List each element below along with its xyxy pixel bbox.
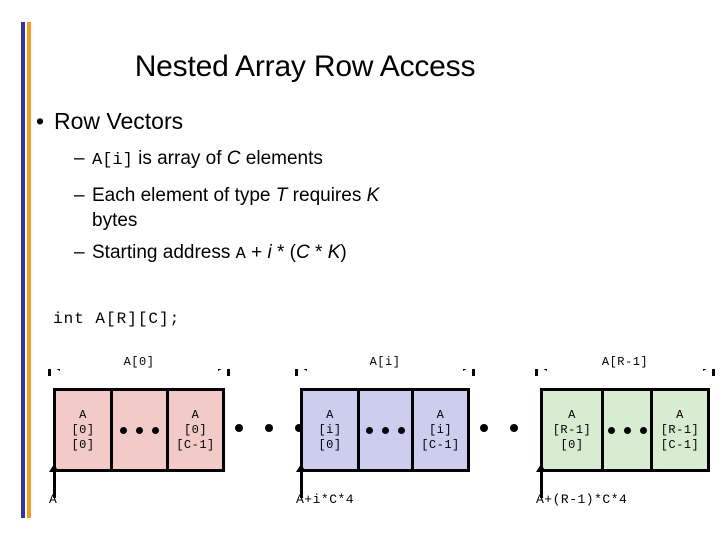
- cell-line-1: A: [436, 407, 445, 422]
- cell-a-i-c-1: A [i] [C-1]: [414, 391, 467, 469]
- var-c: C: [226, 148, 241, 169]
- cell-a-0-c-1: A [0] [C-1]: [169, 391, 222, 469]
- ellipsis-between-row-i-and-r-1: [480, 424, 548, 432]
- ellipsis-icon: [366, 426, 405, 434]
- dash-icon: –: [74, 185, 85, 206]
- var-k: K: [366, 185, 380, 206]
- ellipsis-icon: [607, 426, 647, 434]
- cell-line-2: [0]: [71, 422, 95, 437]
- dash-icon: –: [74, 242, 85, 263]
- cell-line-1: A: [326, 407, 334, 422]
- cell-line-1: A: [79, 407, 87, 422]
- address-pointer-0: [49, 464, 59, 498]
- address-label-r-1: A+(R-1)*C*4: [536, 492, 628, 507]
- dim-label-row-0: A[0]: [117, 355, 161, 369]
- accent-bar-blue: [21, 22, 25, 518]
- text-times-open: * (: [271, 242, 297, 263]
- row-group-i: A [i] [0] A [i] [C-1]: [300, 388, 470, 472]
- dim-label-wrap: A[i]: [295, 355, 475, 369]
- var-k-2: K: [327, 242, 341, 263]
- cell-a-0-0: A [0] [0]: [56, 391, 110, 469]
- address-pointer-r-1: [536, 464, 546, 498]
- cell-a-r-1-c-1: A [R-1] [C-1]: [653, 391, 707, 469]
- address-pointer-i: [296, 464, 306, 498]
- text-each-element-of-type: Each element of type: [92, 185, 276, 206]
- cell-ellipsis-row-0: [110, 391, 169, 469]
- text-times: *: [309, 242, 328, 263]
- cell-line-3: [0]: [560, 437, 584, 452]
- dimension-bar-row-i: A[i]: [295, 355, 475, 380]
- ellipsis-icon: [120, 426, 159, 434]
- bullet-level2-item-3: –Starting address A + i * (C * K): [74, 240, 347, 267]
- bullet-dot-icon: •: [36, 108, 45, 134]
- text-elements: elements: [240, 148, 323, 169]
- code-a: A: [235, 245, 246, 264]
- text-is-array-of: is array of: [132, 148, 227, 169]
- text-plus: +: [245, 242, 268, 263]
- dim-label-wrap: A[R-1]: [535, 355, 715, 369]
- cell-line-2: [i]: [428, 422, 453, 437]
- cell-line-2: [i]: [318, 422, 342, 437]
- dim-label-row-r-1: A[R-1]: [595, 355, 655, 369]
- var-i: i: [267, 242, 272, 263]
- address-label-0: A: [49, 492, 58, 507]
- text-requires: requires: [287, 185, 367, 206]
- dimension-bar-row-0: A[0]: [48, 355, 230, 380]
- dim-label-wrap: A[0]: [48, 355, 230, 369]
- dash-icon: –: [74, 148, 85, 169]
- code-declaration: int A[R][C];: [53, 310, 181, 328]
- cell-ellipsis-row-i: [357, 391, 414, 469]
- cell-line-3: [C-1]: [660, 437, 700, 452]
- var-t: T: [275, 185, 288, 206]
- ellipsis-between-row-0-and-i: [235, 424, 303, 432]
- text-bytes: bytes: [92, 210, 138, 231]
- cell-a-i-0: A [i] [0]: [303, 391, 357, 469]
- accent-bar-orange: [27, 22, 31, 518]
- text-close-paren: ): [340, 242, 347, 263]
- cell-line-3: [C-1]: [421, 437, 460, 452]
- cell-line-3: [0]: [71, 437, 95, 452]
- cell-line-1: A: [676, 407, 684, 422]
- bullet-level2-item-1: –A[i] is array of C elements: [74, 146, 323, 173]
- bullet-level1-label: Row Vectors: [54, 108, 184, 134]
- page-title: Nested Array Row Access: [134, 50, 476, 83]
- cell-line-3: [0]: [318, 437, 342, 452]
- cell-line-1: A: [568, 407, 576, 422]
- cell-ellipsis-row-r-1: [601, 391, 653, 469]
- text-starting-address: Starting address: [92, 242, 236, 263]
- row-group-0: A [0] [0] A [0] [C-1]: [53, 388, 225, 472]
- cell-line-1: A: [191, 407, 200, 422]
- row-group-r-1: A [R-1] [0] A [R-1] [C-1]: [540, 388, 710, 472]
- dim-label-row-i: A[i]: [363, 355, 407, 369]
- bullet-level1-row-vectors: • Row Vectors: [36, 108, 183, 135]
- address-label-i: A+i*C*4: [296, 492, 355, 507]
- dimension-bar-row-r-1: A[R-1]: [535, 355, 715, 380]
- code-a-i: A[i]: [92, 151, 133, 170]
- cell-line-2: [R-1]: [660, 422, 700, 437]
- cell-line-2: [R-1]: [552, 422, 592, 437]
- cell-a-r-1-0: A [R-1] [0]: [543, 391, 601, 469]
- cell-line-3: [C-1]: [176, 437, 215, 452]
- var-c-2: C: [296, 242, 310, 263]
- cell-line-2: [0]: [183, 422, 208, 437]
